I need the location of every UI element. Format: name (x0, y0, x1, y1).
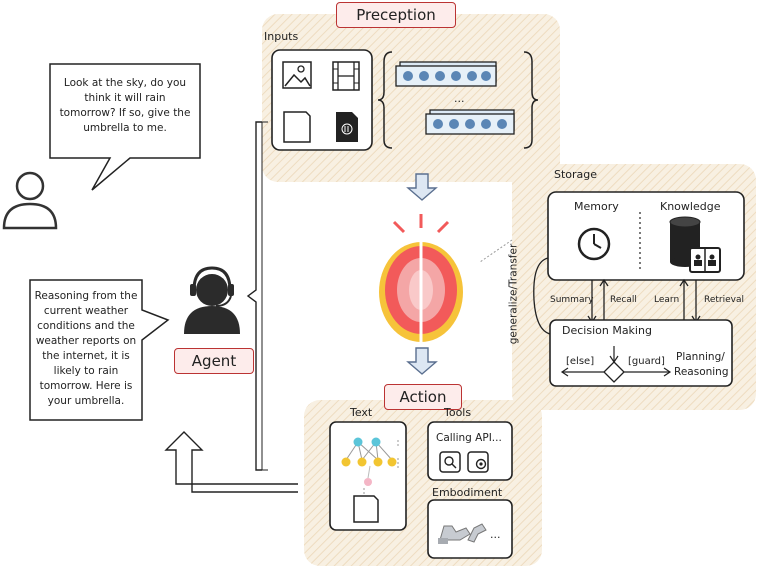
book-icon (689, 247, 721, 273)
user-avatar-icon (2, 171, 58, 230)
action-tag: Action (384, 384, 462, 410)
guard-label: [guard] (628, 356, 665, 367)
video-frames-top (395, 61, 497, 87)
user-speech-bubble (49, 63, 201, 191)
retrieval-label: Retrieval (704, 295, 744, 305)
else-label: [else] (566, 356, 595, 367)
perception-tag: Preception (336, 2, 456, 28)
image-icon (282, 61, 312, 89)
knowledge-label: Knowledge (660, 200, 721, 213)
robot-arm-icon (438, 523, 487, 544)
settings-api-icon (467, 451, 489, 473)
film-icon (332, 61, 360, 91)
agent-tag: Agent (174, 348, 254, 374)
clock-icon (577, 227, 611, 261)
token-graph (341, 437, 399, 496)
reasoning-label: Reasoning (674, 366, 729, 378)
agent-avatar-icon (184, 266, 240, 334)
arrow-down-to-action (406, 347, 438, 375)
brain-icon (379, 214, 463, 342)
arrow-down-to-brain (406, 173, 438, 201)
audio-file-icon (336, 112, 358, 142)
frames-brace-left (377, 51, 393, 149)
search-api-icon (439, 451, 461, 473)
embodiment-ellipsis: ... (490, 528, 501, 541)
decision-title: Decision Making (562, 324, 652, 337)
document-icon (283, 111, 311, 143)
user-speech-text: Look at the sky, do you think it will ra… (59, 77, 191, 134)
planning-label: Planning/ (676, 351, 725, 363)
learn-label: Learn (654, 295, 680, 305)
text-label: Text (350, 406, 373, 419)
summary-label: Summary (550, 295, 594, 305)
transfer-label: generalize/Transfer (507, 243, 520, 345)
decision-box (549, 319, 733, 387)
tools-label: Tools (444, 406, 472, 419)
agent-speech-bubble (29, 279, 170, 421)
embodiment-box (427, 499, 513, 559)
agent-speech-text: Reasoning from the current weather condi… (34, 290, 138, 407)
inputs-label: Inputs (264, 30, 299, 43)
frames-brace-right (523, 51, 539, 149)
decision-diamond (603, 361, 625, 383)
video-frames-bottom (425, 109, 515, 135)
embodiment-label: Embodiment (432, 486, 503, 499)
frames-ellipsis: ... (454, 92, 465, 105)
text-document-icon (353, 495, 379, 523)
storage-title: Storage (554, 168, 598, 181)
return-arrow (164, 431, 298, 493)
memory-label: Memory (574, 200, 619, 213)
calling-api-label: Calling API... (436, 432, 502, 444)
recall-label: Recall (610, 295, 637, 305)
